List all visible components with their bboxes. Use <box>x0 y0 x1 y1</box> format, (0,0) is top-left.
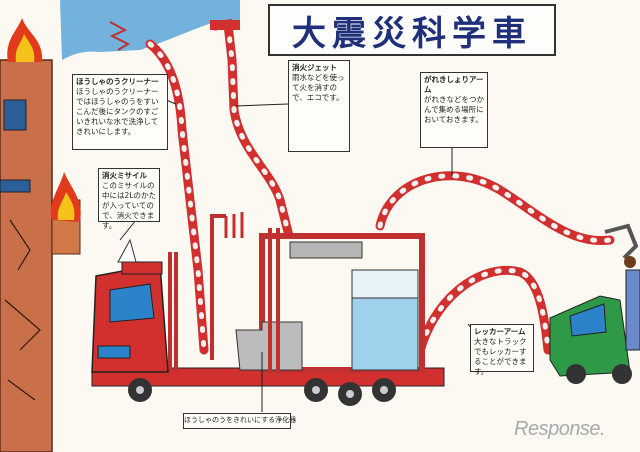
caption-purifier: ほうしゃのうをきれいにする浄化器 <box>183 413 296 429</box>
note-wrecker-body: 大きなトラックでもレッカーすることができます。 <box>474 337 527 376</box>
truck-cab <box>91 261 169 373</box>
note-rubble: がれきしょりアーム がれきなどをつかんで集める場所においておきます。 <box>420 72 488 148</box>
page-title: 大震災科学車 <box>292 13 532 54</box>
note-rubble-heading: がれきしょりアーム <box>424 75 484 94</box>
water-spray <box>60 0 240 60</box>
grabber-claw <box>604 223 639 260</box>
note-wrecker-heading: レッカーアーム <box>474 327 526 336</box>
note-rubble-body: がれきなどをつかんで集める場所においておきます。 <box>424 95 484 124</box>
jet-arm <box>210 18 295 245</box>
note-missile-body: このミサイルの中には2Lのかたが入っていてので、消火できます。 <box>102 181 156 230</box>
missile <box>117 238 137 263</box>
note-cleaner-heading: ほうしゃのうクリーナー <box>76 77 159 86</box>
note-cleaner-body: ほうしゃのうクリーナーではほうしゃのうをすいこんだ後にタンクのすごいきれいな水で… <box>76 87 159 136</box>
truck-wheels <box>128 378 396 406</box>
pipes <box>168 214 280 372</box>
note-missile: 消火ミサイル このミサイルの中には2Lのかたが入っていてので、消火できます。 <box>98 168 160 230</box>
water-spray-tip <box>109 21 131 51</box>
title-box: 大震災科学車 <box>268 4 556 56</box>
note-jet-heading: 消火ジェット <box>292 63 337 72</box>
green-truck <box>549 269 640 384</box>
flame-side-inner <box>57 192 75 220</box>
watermark: Response. <box>514 418 606 440</box>
note-jet: 消火ジェット 雨水などを使って火を消すので、エコです。 <box>288 60 350 152</box>
note-wrecker: レッカーアーム 大きなトラックでもレッカーすることができます。 <box>470 324 534 376</box>
note-jet-body: 雨水などを使って火を消すので、エコです。 <box>292 73 345 102</box>
flame-top-inner <box>15 34 35 62</box>
note-missile-heading: 消火ミサイル <box>102 171 147 180</box>
note-cleaner: ほうしゃのうクリーナー ほうしゃのうクリーナーではほうしゃのうをすいこんだ後にタ… <box>72 74 168 150</box>
burning-building <box>0 59 81 452</box>
